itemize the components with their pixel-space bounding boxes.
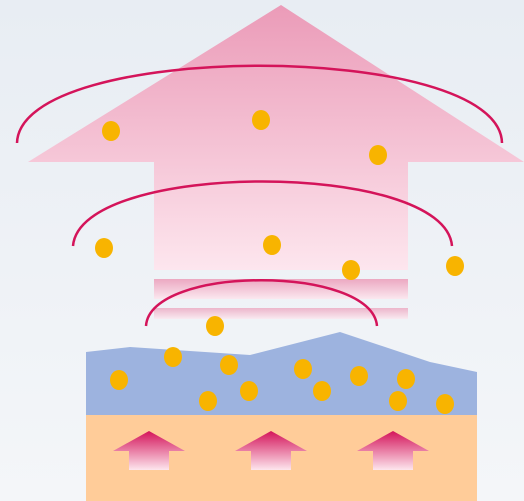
particle-dot	[436, 394, 454, 414]
particle-dot	[102, 121, 120, 141]
particle-dot	[342, 260, 360, 280]
particle-dot	[240, 381, 258, 401]
particle-dot	[95, 238, 113, 258]
particle-dot	[263, 235, 281, 255]
particle-dot	[350, 366, 368, 386]
particle-dot	[446, 256, 464, 276]
particle-dot	[389, 391, 407, 411]
particle-dot	[397, 369, 415, 389]
particle-dot	[110, 370, 128, 390]
particle-dot	[369, 145, 387, 165]
particle-dot	[294, 359, 312, 379]
particle-dot	[164, 347, 182, 367]
particle-dot	[220, 355, 238, 375]
particle-dot	[199, 391, 217, 411]
particle-dot	[313, 381, 331, 401]
particle-dot	[252, 110, 270, 130]
particle-dot	[206, 316, 224, 336]
